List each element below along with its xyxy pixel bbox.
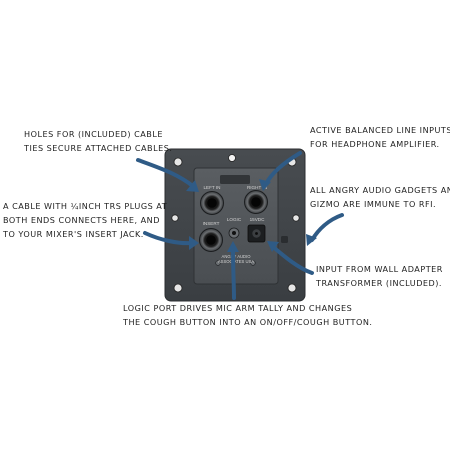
callout-holes-line1: HOLES FOR (INCLUDED) CABLE — [24, 129, 163, 139]
callout-logic-line2: THE COUGH BUTTON INTO AN ON/OFF/COUGH BU… — [123, 317, 373, 327]
arrowhead-logic — [227, 241, 239, 252]
callout-cable-line2: BOTH ENDS CONNECTS HERE, AND — [3, 215, 160, 225]
arrow-logic — [231, 246, 236, 300]
arrowhead-holes — [186, 180, 199, 192]
brand-line1: ANGRY AUDIO — [222, 254, 252, 259]
top-notch — [220, 175, 250, 184]
label-left-in: LEFT IN — [203, 185, 220, 190]
callout-logic-line1: LOGIC PORT DRIVES MIC ARM TALLY AND CHAN… — [123, 303, 353, 313]
callout-holes-line2: TIES SECURE ATTACHED CABLES. — [24, 143, 173, 153]
callout-cable-line3: TO YOUR MIXER'S INSERT JACK. — [3, 229, 144, 239]
callout-active-inputs-line2: FOR HEADPHONE AMPLIFIER. — [310, 139, 440, 149]
arrow-active-inputs — [264, 151, 302, 186]
insert-jack[interactable] — [199, 228, 223, 252]
callout-wall-adapter: INPUT FROM WALL ADAPTER TRANSFORMER (INC… — [316, 262, 443, 290]
callout-logic: LOGIC PORT DRIVES MIC ARM TALLY AND CHAN… — [123, 301, 372, 329]
brand-line2: ASSOCIATES USA — [218, 259, 254, 264]
callout-cable-line1: A CABLE WITH ¼INCH TRS PLUGS AT — [3, 201, 168, 211]
side-screw — [281, 236, 288, 243]
arrow-immune — [310, 213, 344, 242]
callout-immune: ALL ANGRY AUDIO GADGETS AND GIZMO ARE IM… — [310, 183, 450, 211]
callout-wall-adapter-line1: INPUT FROM WALL ADAPTER — [316, 264, 443, 274]
callout-immune-line1: ALL ANGRY AUDIO GADGETS AND — [310, 185, 450, 195]
callout-immune-line2: GIZMO ARE IMMUNE TO RFI. — [310, 199, 437, 209]
arrow-wall-adapter — [270, 244, 314, 275]
arrowhead-active-inputs — [259, 179, 271, 191]
label-right-in: RIGHT IN — [247, 185, 267, 190]
label-power: 15VDC — [250, 217, 265, 222]
arrowhead-wall-adapter — [267, 241, 279, 252]
callout-active-inputs: ACTIVE BALANCED LINE INPUTS FOR HEADPHON… — [310, 123, 450, 151]
callout-wall-adapter-line2: TRANSFORMER (INCLUDED). — [316, 278, 443, 288]
label-insert: INSERT — [203, 221, 220, 226]
arrow-holes — [136, 158, 196, 189]
label-logic: LOGIC — [227, 217, 242, 222]
arrowhead-cable — [189, 236, 199, 250]
logic-port[interactable] — [228, 227, 240, 239]
right-in-jack[interactable] — [244, 190, 268, 214]
left-in-jack[interactable] — [200, 191, 224, 215]
plate-screw-holes — [171, 157, 300, 293]
arrowhead-immune — [306, 234, 317, 246]
callout-active-inputs-line1: ACTIVE BALANCED LINE INPUTS — [310, 125, 450, 135]
arrow-cable — [143, 231, 194, 246]
power-jack[interactable] — [247, 224, 266, 243]
callout-holes: HOLES FOR (INCLUDED) CABLE TIES SECURE A… — [24, 127, 172, 155]
box-screws — [215, 260, 256, 266]
callout-cable: A CABLE WITH ¼INCH TRS PLUGS AT BOTH END… — [3, 199, 167, 241]
